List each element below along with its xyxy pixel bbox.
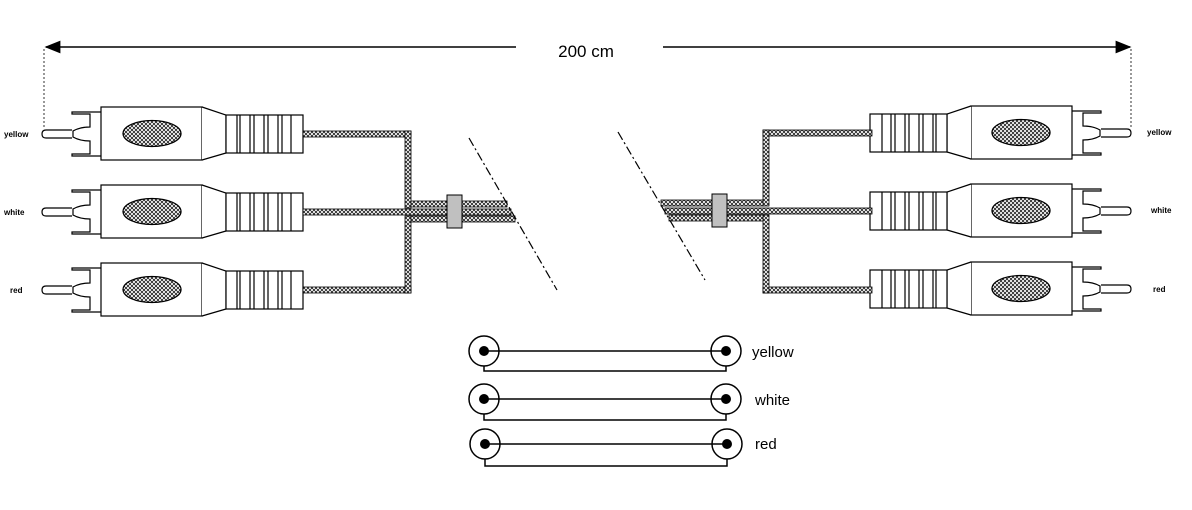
left-plug-yellow: yellow <box>4 106 304 161</box>
cable-clamp-right <box>711 193 728 228</box>
schematic-row-white: white <box>468 383 790 421</box>
schematic-row-yellow: yellow <box>468 335 794 372</box>
schematic-label-yellow: yellow <box>752 344 794 361</box>
dimension-line: 200 cm <box>43 40 1132 128</box>
wiring-schematic: yellow white red <box>468 335 794 467</box>
cable-clamp-left <box>446 194 463 229</box>
schematic-label-red: red <box>755 436 777 453</box>
schematic-label-white: white <box>754 392 790 409</box>
right-plug-yellow: yellow <box>869 105 1172 160</box>
left-plug-label-red: red <box>10 286 23 295</box>
left-plug-label-white: white <box>3 208 25 217</box>
left-plug-label-yellow: yellow <box>4 130 29 139</box>
left-cables <box>302 130 516 294</box>
break-line-right <box>617 131 706 281</box>
break-line-left <box>468 137 558 291</box>
left-plug-white: white <box>3 184 304 239</box>
right-plug-assembly: yellow white red <box>617 105 1172 316</box>
right-plug-label-red: red <box>1153 285 1166 294</box>
right-cables <box>660 129 873 294</box>
right-plug-white: white <box>869 183 1172 238</box>
right-plug-red: red <box>869 261 1166 316</box>
left-plug-assembly: yellow white red <box>3 106 558 317</box>
left-plug-red: red <box>10 262 304 317</box>
right-plug-label-white: white <box>1150 206 1172 215</box>
dimension-label: 200 cm <box>558 42 614 61</box>
schematic-row-red: red <box>469 428 777 467</box>
right-plug-label-yellow: yellow <box>1147 128 1172 137</box>
